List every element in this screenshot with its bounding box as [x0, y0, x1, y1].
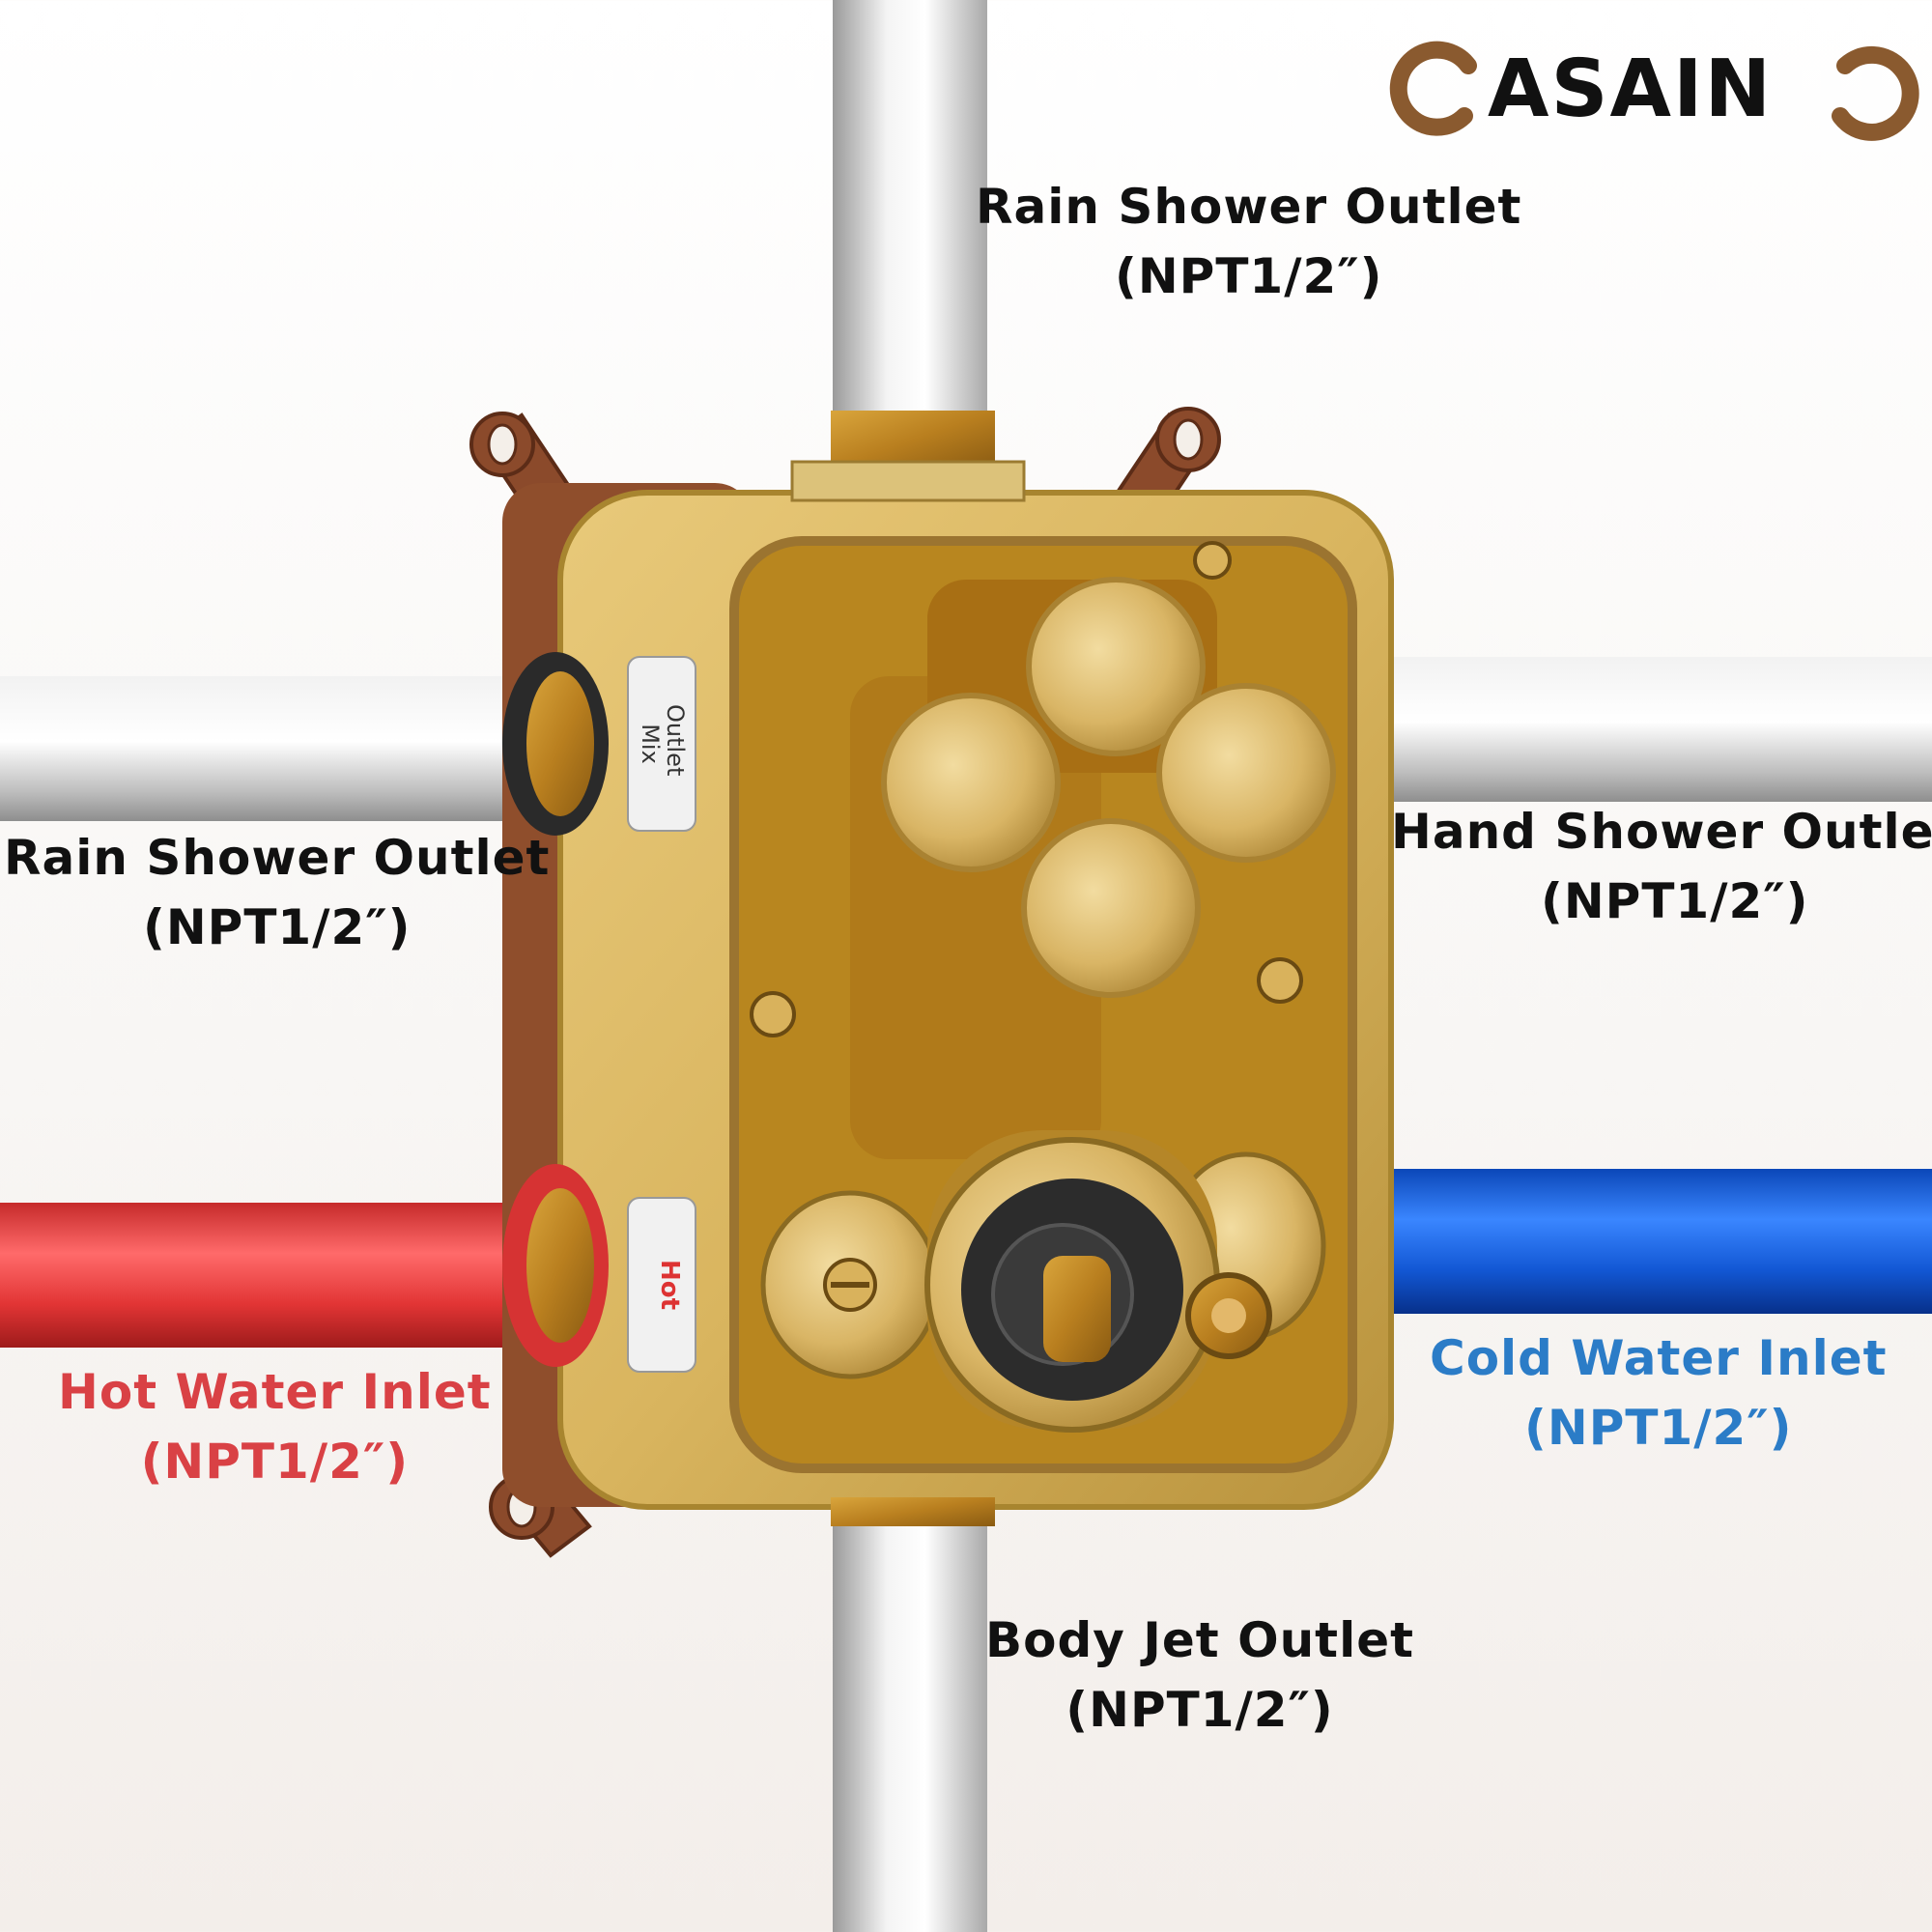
label-spec: (NPT1/2″)	[140, 1434, 410, 1490]
left-pipe	[0, 676, 541, 821]
svg-text:Outlet Mix: Outlet Mix	[637, 704, 689, 783]
right-pipe	[1381, 657, 1932, 802]
top-brass-fitting	[831, 411, 995, 469]
label-spec: (NPT1/2″)	[1114, 248, 1383, 304]
label-cold-water-inlet: Cold Water Inlet (NPT1/2″)	[1430, 1323, 1888, 1463]
label-spec: (NPT1/2″)	[1065, 1682, 1334, 1738]
diverter-cartridge-caps	[881, 577, 1336, 998]
label-top-rain-shower-outlet: Rain Shower Outlet (NPT1/2″)	[976, 172, 1521, 311]
outlet-tag-line1: Outlet	[662, 704, 689, 776]
label-spec: (NPT1/2″)	[1524, 1400, 1793, 1456]
hot-tag	[627, 1197, 696, 1373]
brand-logo	[1389, 41, 1919, 141]
hot-water-pipe	[0, 1203, 541, 1348]
outlet-mix-tag	[627, 656, 696, 832]
bottom-pipe	[833, 1488, 987, 1932]
label-spec: (NPT1/2″)	[142, 899, 412, 955]
label-title: Rain Shower Outlet	[4, 830, 551, 886]
label-title: Rain Shower Outlet	[976, 179, 1522, 235]
label-body-jet-outlet: Body Jet Outlet (NPT1/2″)	[985, 1605, 1414, 1745]
label-title: Cold Water Inlet	[1430, 1330, 1888, 1386]
label-title: Hand Shower Outlet	[1391, 804, 1932, 860]
label-spec: (NPT1/2″)	[1540, 873, 1809, 929]
bottom-brass-fitting	[831, 1497, 995, 1526]
cold-water-pipe	[1381, 1169, 1932, 1314]
label-title: Hot Water Inlet	[58, 1364, 492, 1420]
brand-name: ASAIN	[1488, 43, 1773, 135]
label-left-rain-shower-outlet: Rain Shower Outlet (NPT1/2″)	[4, 823, 550, 962]
screw-holes	[750, 541, 1303, 1037]
outlet-tag-line2: Mix	[637, 724, 664, 764]
label-hot-water-inlet: Hot Water Inlet (NPT1/2″)	[58, 1357, 492, 1496]
top-pipe	[833, 0, 987, 444]
hot-tag-text: Hot	[655, 1260, 684, 1310]
label-hand-shower-outlet: Hand Shower Outlet (NPT1/2″)	[1391, 797, 1932, 936]
thermostatic-cartridge	[760, 1130, 1326, 1433]
label-title: Body Jet Outlet	[985, 1612, 1415, 1668]
